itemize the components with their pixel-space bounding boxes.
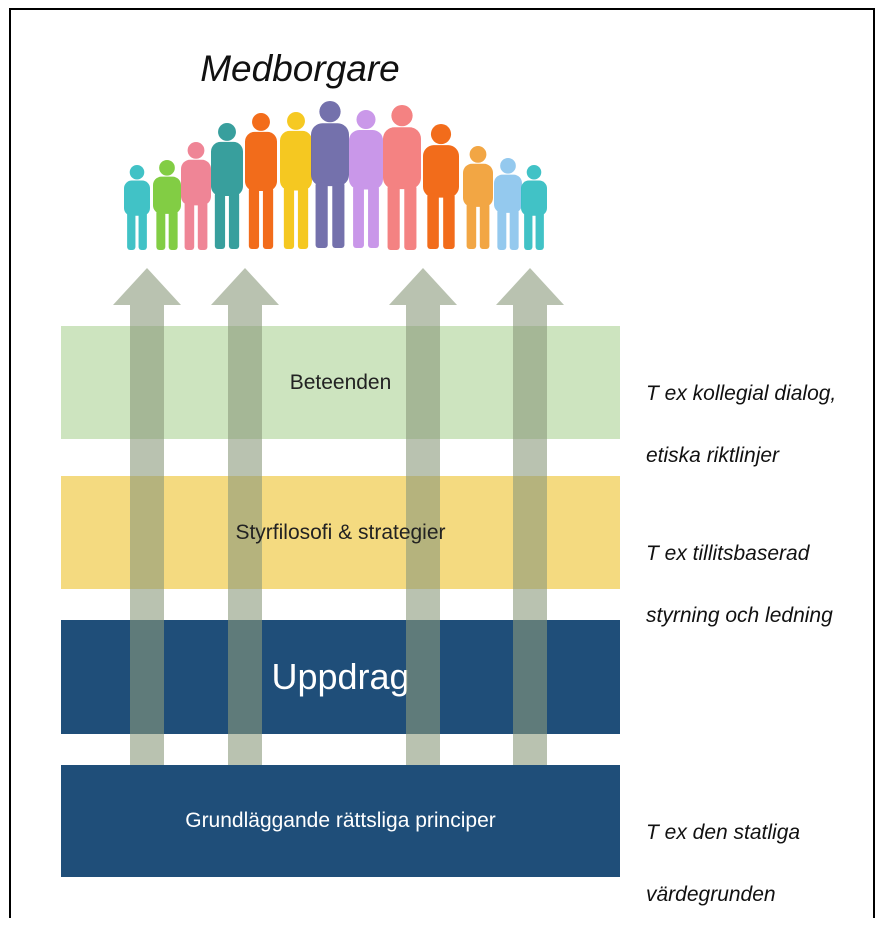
layer-beteenden: Beteenden [61,326,620,439]
note-beteenden: T ex kollegial dialog, etiska riktlinjer [646,347,836,502]
note-principer: T ex den statliga värdegrunden [646,786,800,941]
note-styrfilosofi: T ex tillitsbaserad styrning och ledning [646,507,833,662]
layer-label: Beteenden [289,370,392,394]
note-line: styrning och ledning [646,604,833,627]
diagram-title: Medborgare [200,48,400,89]
layer-styrfilosofi: Styrfilosofi & strategier [61,476,620,589]
diagram-frame [9,8,875,918]
note-line: T ex kollegial dialog, [646,382,837,405]
note-line: etiska riktlinjer [646,444,780,467]
layer-label: Grundläggande rättsliga principer [185,809,496,832]
note-line: T ex tillitsbaserad [646,542,810,565]
note-line: värdegrunden [646,883,776,906]
layer-rattsliga-principer: Grundläggande rättsliga principer [61,765,620,877]
layer-label: Styrfilosofi & strategier [235,520,446,544]
note-line: T ex den statliga [646,821,801,844]
layer-label: Uppdrag [271,656,410,697]
layer-uppdrag: Uppdrag [61,620,620,734]
